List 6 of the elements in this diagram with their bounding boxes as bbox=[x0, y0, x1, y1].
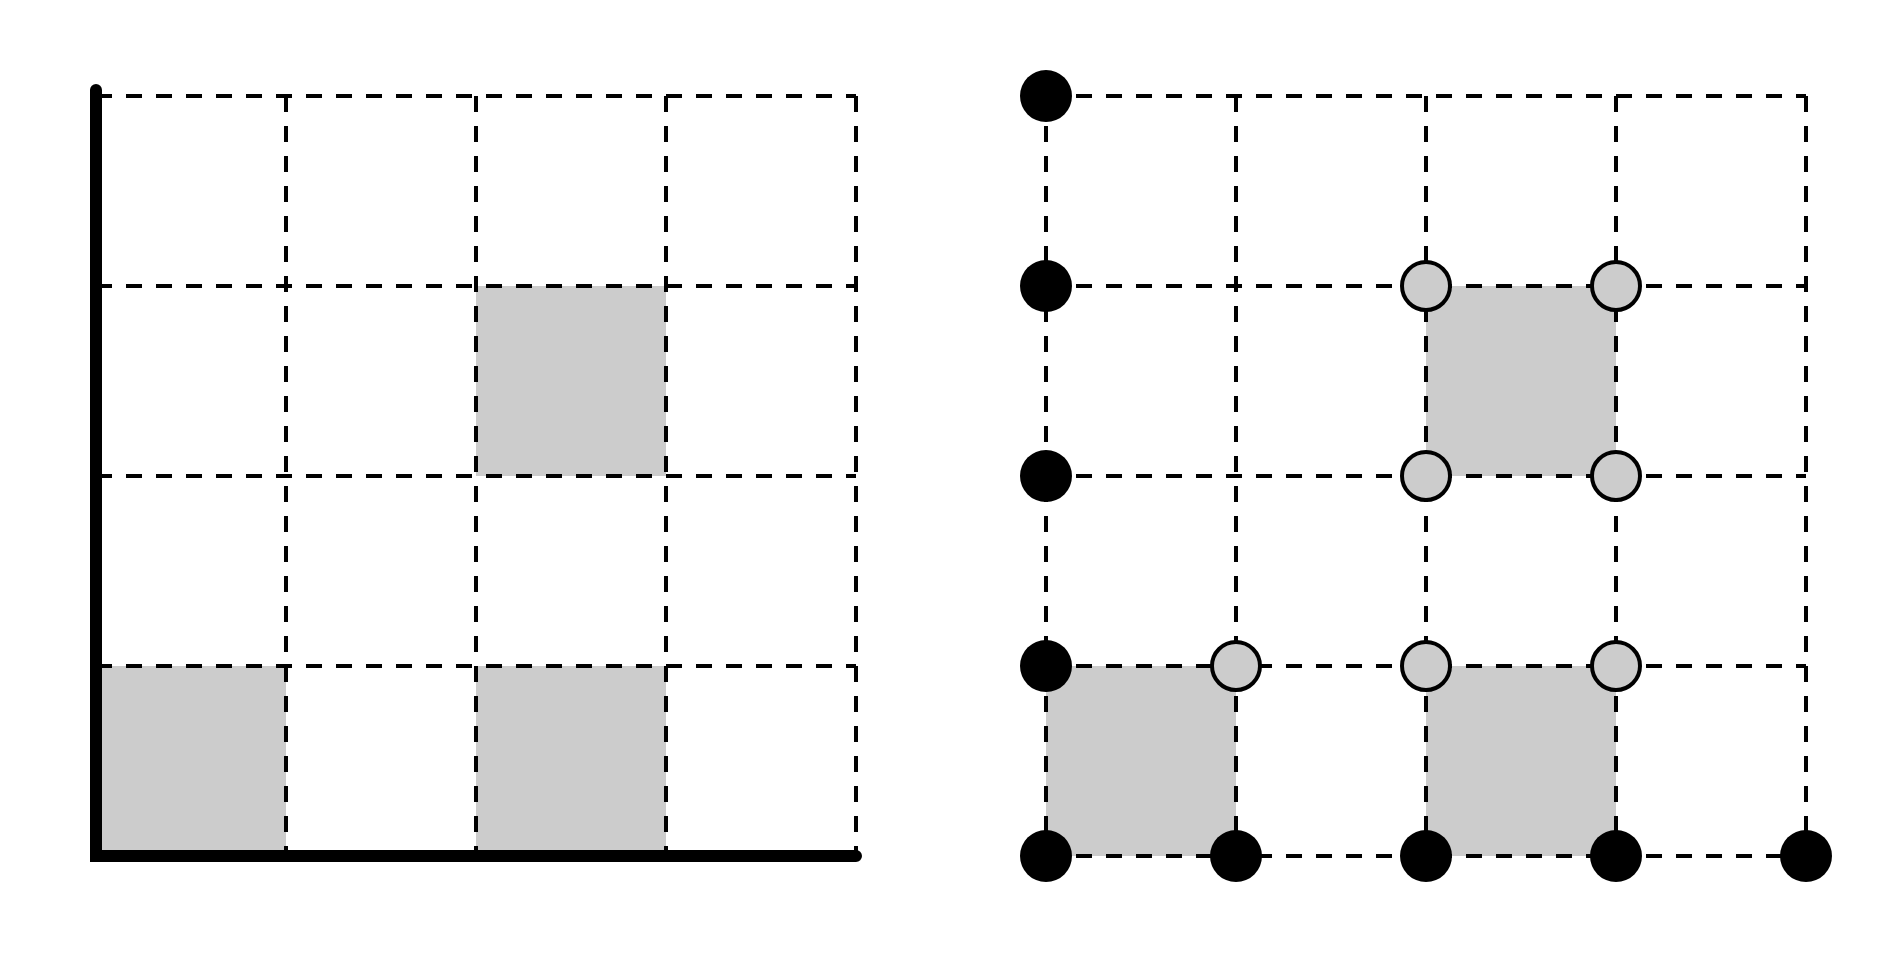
shaded-square bbox=[476, 286, 666, 476]
shaded-square bbox=[1426, 286, 1616, 476]
shaded-square bbox=[96, 666, 286, 856]
shaded-square bbox=[1046, 666, 1236, 856]
shaded-square bbox=[476, 666, 666, 856]
shaded-square bbox=[1426, 666, 1616, 856]
